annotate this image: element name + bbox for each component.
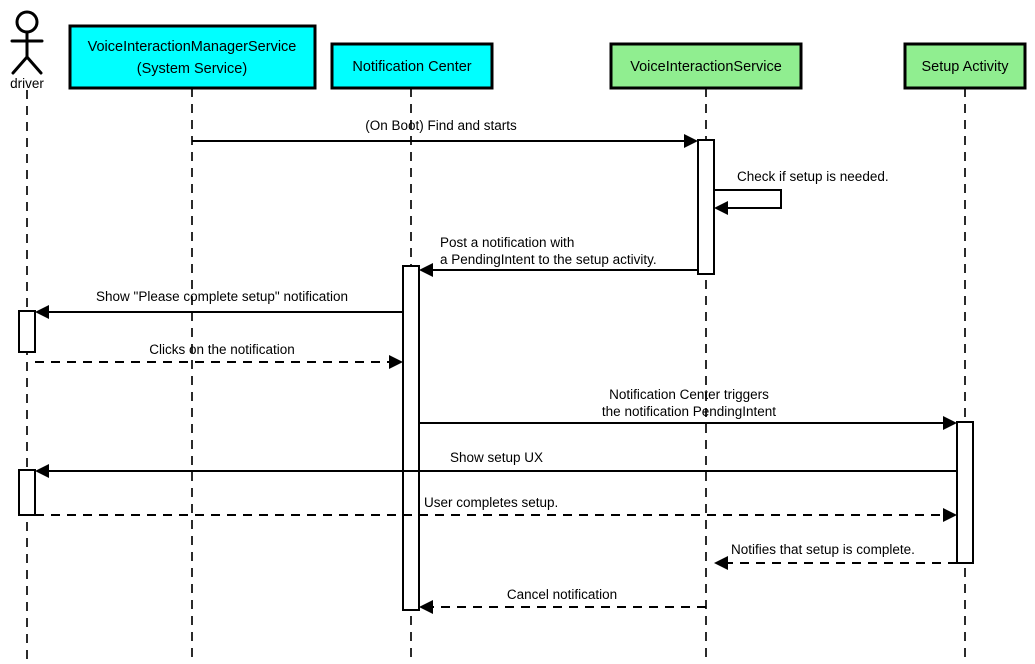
actor-leg-left-icon [11, 55, 29, 75]
message-label-line2: the notification PendingIntent [602, 404, 776, 419]
message-label: Cancel notification [507, 587, 617, 602]
message-check-setup-needed[interactable]: Check if setup is needed. [714, 169, 889, 215]
message-label: Clicks on the notification [149, 342, 295, 357]
participant-label-vims-line2: (System Service) [137, 61, 247, 77]
actor-leg-right-icon [25, 55, 43, 75]
activation-bar-notification-center-1[interactable] [402, 265, 420, 611]
participant-notification-center[interactable]: Notification Center [330, 42, 494, 90]
message-show-notification[interactable]: Show "Please complete setup" notificatio… [35, 289, 403, 319]
participant-label-driver: driver [10, 76, 44, 91]
message-label: Check if setup is needed. [737, 169, 889, 184]
message-label: Show "Please complete setup" notificatio… [96, 289, 348, 304]
participant-vims[interactable]: VoiceInteractionManagerService (System S… [68, 24, 317, 90]
arrowhead-right-icon [389, 355, 403, 369]
activation-bar-driver-1[interactable] [18, 310, 36, 353]
message-triggers-pendingintent[interactable]: Notification Center triggers the notific… [419, 387, 957, 430]
arrowhead-right-icon [943, 416, 957, 430]
arrowhead-right-icon [943, 508, 957, 522]
activation-bar-setup-activity-1[interactable] [956, 421, 974, 564]
message-label: Show setup UX [450, 450, 543, 465]
message-notifies-setup-complete[interactable]: Notifies that setup is complete. [714, 542, 957, 570]
arrowhead-left-icon [35, 464, 49, 478]
activation-bar-driver-2[interactable] [18, 469, 36, 516]
actor-head-icon [15, 10, 39, 34]
participant-label-voice-interaction-service: VoiceInteractionService [630, 59, 782, 75]
activation-bar-voice-interaction-service-1[interactable] [697, 139, 715, 275]
message-label: Notifies that setup is complete. [731, 542, 915, 557]
participant-voice-interaction-service[interactable]: VoiceInteractionService [609, 42, 803, 90]
arrowhead-left-icon [419, 263, 433, 277]
message-cancel-notification[interactable]: Cancel notification [419, 587, 706, 614]
participant-setup-activity[interactable]: Setup Activity [903, 42, 1027, 90]
participant-label-vims-line1: VoiceInteractionManagerService [88, 39, 297, 55]
message-clicks-notification[interactable]: Clicks on the notification [35, 342, 403, 369]
message-post-notification[interactable]: Post a notification with a PendingIntent… [419, 235, 698, 277]
participant-box-setup-activity[interactable] [903, 42, 1027, 90]
participant-box-vims[interactable] [68, 24, 317, 90]
participant-box-voice-interaction-service[interactable] [609, 42, 803, 90]
arrowhead-left-icon [714, 201, 728, 215]
participant-driver[interactable]: driver [10, 10, 44, 91]
message-find-and-starts[interactable]: (On Boot) Find and starts [192, 118, 698, 148]
message-show-setup-ux[interactable]: Show setup UX [35, 450, 957, 478]
message-label: (On Boot) Find and starts [365, 118, 517, 133]
arrowhead-left-icon [714, 556, 728, 570]
arrowhead-left-icon [419, 600, 433, 614]
participant-label-notification-center: Notification Center [352, 59, 471, 75]
message-line-self [714, 189, 782, 209]
message-label: User completes setup. [424, 495, 558, 510]
activations-layer [18, 139, 974, 611]
message-label-line2: a PendingIntent to the setup activity. [440, 252, 657, 267]
arrowhead-left-icon [35, 305, 49, 319]
message-label-line1: Notification Center triggers [609, 387, 769, 402]
participant-label-setup-activity: Setup Activity [921, 59, 1009, 75]
message-label-line1: Post a notification with [440, 235, 574, 250]
arrowhead-right-icon [684, 134, 698, 148]
message-user-completes-setup[interactable]: User completes setup. [35, 495, 957, 522]
participant-box-notification-center[interactable] [330, 42, 494, 90]
